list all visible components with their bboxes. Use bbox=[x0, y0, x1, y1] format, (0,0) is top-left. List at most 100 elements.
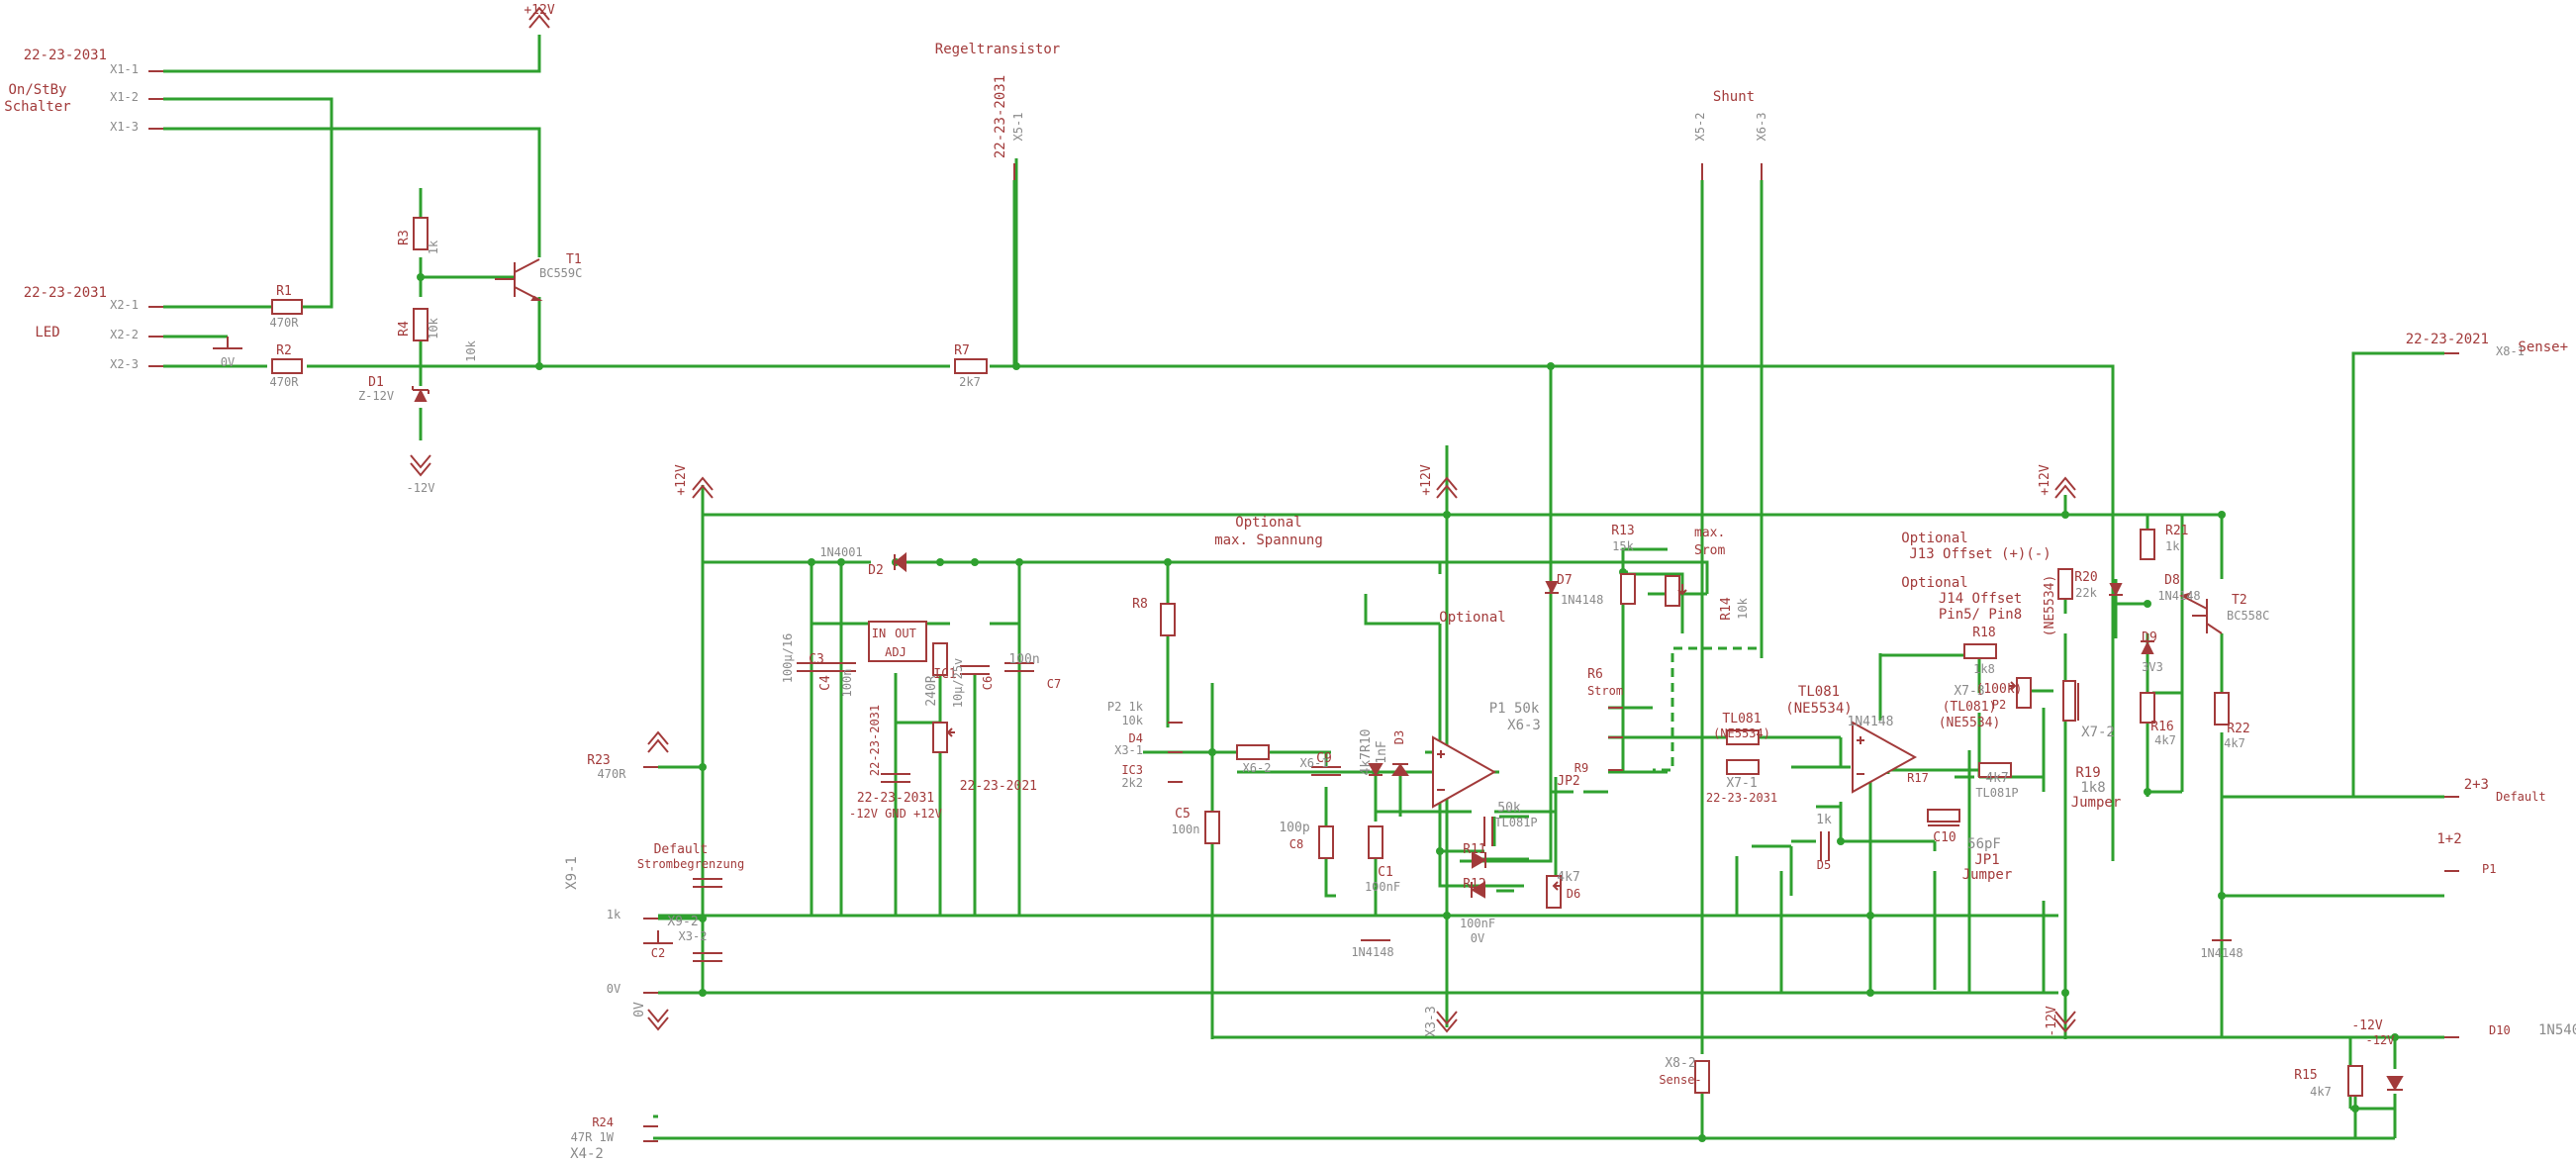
schematic-label: 1+2 bbox=[2436, 831, 2461, 847]
schematic-label: 22k bbox=[2075, 586, 2097, 600]
schematic-label: TL081P bbox=[1494, 816, 1537, 829]
schematic-label: X1-1 bbox=[110, 62, 139, 76]
resistor-r3 bbox=[413, 217, 429, 250]
schematic-label: R24 bbox=[592, 1115, 614, 1129]
schematic-label: +12V bbox=[524, 3, 554, 18]
schematic-label: 4k7 bbox=[1985, 771, 2008, 786]
schematic-label: JP2 bbox=[1557, 774, 1579, 789]
schematic-label: Jumper bbox=[1962, 867, 2013, 883]
ground-symbols bbox=[213, 337, 2232, 944]
diode-d2 bbox=[894, 551, 906, 573]
components bbox=[148, 6, 2459, 1142]
schematic-label: Optional bbox=[1235, 515, 1301, 531]
schematic-label: R20 bbox=[2074, 570, 2097, 585]
labels: +12V22-23-2031X1-1On/StBySchalterX1-2X1-… bbox=[4, 3, 2576, 1162]
schematic-label: D1 bbox=[368, 375, 384, 390]
resistor-r11 bbox=[1318, 825, 1334, 859]
capacitor-c2 bbox=[693, 952, 722, 962]
schematic-label: Schalter bbox=[4, 99, 70, 115]
schematic-label: 22-23-2031 bbox=[24, 48, 107, 63]
diode-d5 bbox=[1472, 851, 1486, 869]
schematic-label: Optional bbox=[1439, 610, 1505, 626]
schematic-label: C10 bbox=[1933, 830, 1956, 845]
diode-d6 bbox=[1471, 881, 1485, 899]
schematic-label: 100n bbox=[1172, 823, 1200, 836]
schematic-label: 10µ/25v bbox=[951, 658, 965, 709]
schematic-label: R4 bbox=[397, 321, 412, 337]
jumper-jp1 bbox=[1927, 809, 1960, 826]
schematic-label: 1N4148 bbox=[2157, 589, 2200, 603]
capacitor-c8 bbox=[1311, 766, 1341, 776]
schematic-label: 100p bbox=[1279, 821, 1309, 835]
schematic-label: P1 50k bbox=[1489, 701, 1540, 717]
capacitor-c1 bbox=[693, 878, 722, 888]
schematic-label: D10 bbox=[2489, 1023, 2511, 1037]
capacitor-c4 bbox=[826, 662, 856, 672]
schematic-label: 240R bbox=[924, 675, 939, 706]
schematic-label: X6-3 bbox=[1755, 113, 1768, 142]
schematic-label: C7 bbox=[1047, 677, 1061, 691]
schematic-label: R2 bbox=[276, 343, 292, 358]
transistor-t1 bbox=[495, 258, 543, 301]
schematic-label: (NE5534) bbox=[1785, 701, 1852, 717]
schematic-label: IN bbox=[872, 627, 886, 640]
schematic-label: 4k7 bbox=[2224, 736, 2245, 750]
schematic-label: R6 bbox=[1587, 667, 1603, 682]
schematic-label: X7-2 bbox=[2081, 725, 2115, 740]
schematic-label: -12V GND +12V bbox=[849, 807, 942, 821]
schematic-label: R13 bbox=[1611, 524, 1634, 538]
schematic-label: C8 bbox=[1289, 837, 1303, 851]
schematic-label: D4 bbox=[1129, 731, 1143, 745]
schematic-label: 15k bbox=[1612, 539, 1634, 553]
schematic-label: X3-3 bbox=[1424, 1006, 1439, 1036]
schematic-label: 100n bbox=[1008, 652, 1039, 667]
capacitor-c10 bbox=[1820, 831, 1830, 861]
schematic-label: X5-1 bbox=[1011, 113, 1025, 142]
schematic-label: IC3 bbox=[1121, 763, 1143, 777]
capacitor-c5 bbox=[881, 773, 910, 783]
schematic-label: P1 bbox=[2482, 862, 2496, 876]
potentiometer-r5 bbox=[932, 722, 955, 753]
schematic-label: R11 bbox=[1463, 842, 1485, 857]
schematic-label: T2 bbox=[2232, 593, 2247, 608]
schematic-label: Optional bbox=[1901, 531, 1967, 546]
schematic-label: 22-23-2031 bbox=[993, 75, 1008, 158]
jumper-jp2 bbox=[2062, 680, 2079, 722]
schematic-label: (NE5534) bbox=[2043, 575, 2057, 637]
schematic-label: 1N4001 bbox=[819, 545, 862, 559]
resistor-r1 bbox=[271, 299, 303, 315]
transistor-t2 bbox=[2178, 592, 2223, 634]
schematic-label: 1k bbox=[2165, 539, 2180, 553]
schematic-label: X2-1 bbox=[110, 298, 139, 312]
opamp-ic3 bbox=[1852, 721, 1918, 794]
schematic-label: 10k bbox=[1121, 714, 1143, 727]
schematic-label: P2 bbox=[1992, 698, 2006, 712]
resistor-r2 bbox=[271, 358, 303, 374]
schematic-label: C1 bbox=[1378, 865, 1393, 880]
schematic-label: 4k7R10 bbox=[1359, 729, 1374, 776]
diode-d7 bbox=[1545, 581, 1559, 595]
resistor-r4 bbox=[413, 308, 429, 341]
capacitor-c6 bbox=[960, 665, 990, 675]
schematic-label: BC559C bbox=[539, 266, 582, 280]
schematic-label: +12V bbox=[2038, 464, 2052, 495]
schematic-label: X7-3 bbox=[1954, 684, 1984, 699]
schematic-label: 470R bbox=[270, 375, 300, 389]
regulator-ic1 bbox=[868, 621, 927, 662]
schematic-label: X8-2 bbox=[1665, 1056, 1695, 1071]
schematic-label: 470R bbox=[598, 767, 627, 781]
schematic-label: Jumper bbox=[2071, 795, 2122, 811]
schematic-label: R23 bbox=[587, 753, 610, 768]
schematic-label: (NE5534) bbox=[1939, 716, 2001, 730]
resistor-r24 bbox=[2347, 1065, 2363, 1097]
schematic-label: R8 bbox=[1132, 597, 1148, 612]
schematic-label: R12 bbox=[1463, 877, 1485, 892]
schematic-label: LED bbox=[35, 325, 59, 340]
wires bbox=[163, 35, 2444, 1140]
schematic-label: D7 bbox=[1557, 573, 1573, 588]
schematic-label: 0V bbox=[607, 982, 620, 996]
schematic-label: Pin5/ Pin8 bbox=[1939, 607, 2022, 623]
schematic-label: JP1 bbox=[1974, 852, 1999, 868]
schematic-label: 10k bbox=[427, 317, 440, 339]
